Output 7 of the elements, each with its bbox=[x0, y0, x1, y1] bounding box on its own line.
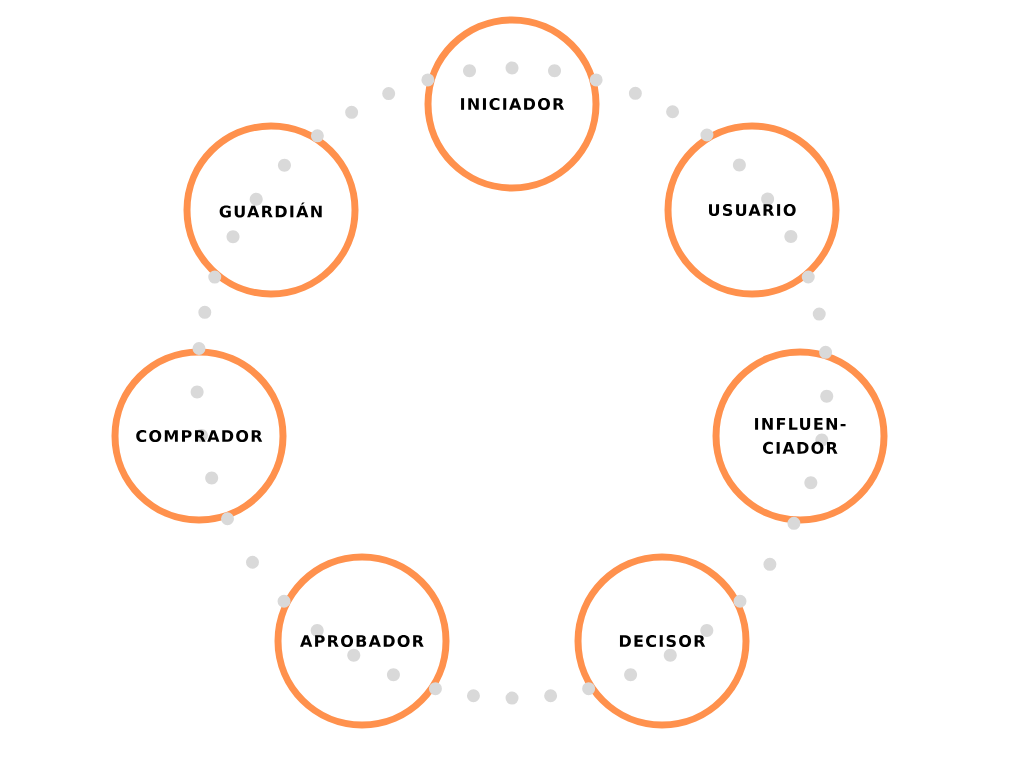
dotted-arc bbox=[192, 270, 222, 355]
dotted-arc bbox=[221, 512, 291, 608]
dotted-arc bbox=[428, 682, 596, 705]
dotted-arc bbox=[310, 73, 435, 143]
dotted-arc bbox=[589, 73, 714, 142]
dotted-arc bbox=[733, 516, 801, 608]
dotted-arc bbox=[801, 270, 833, 359]
